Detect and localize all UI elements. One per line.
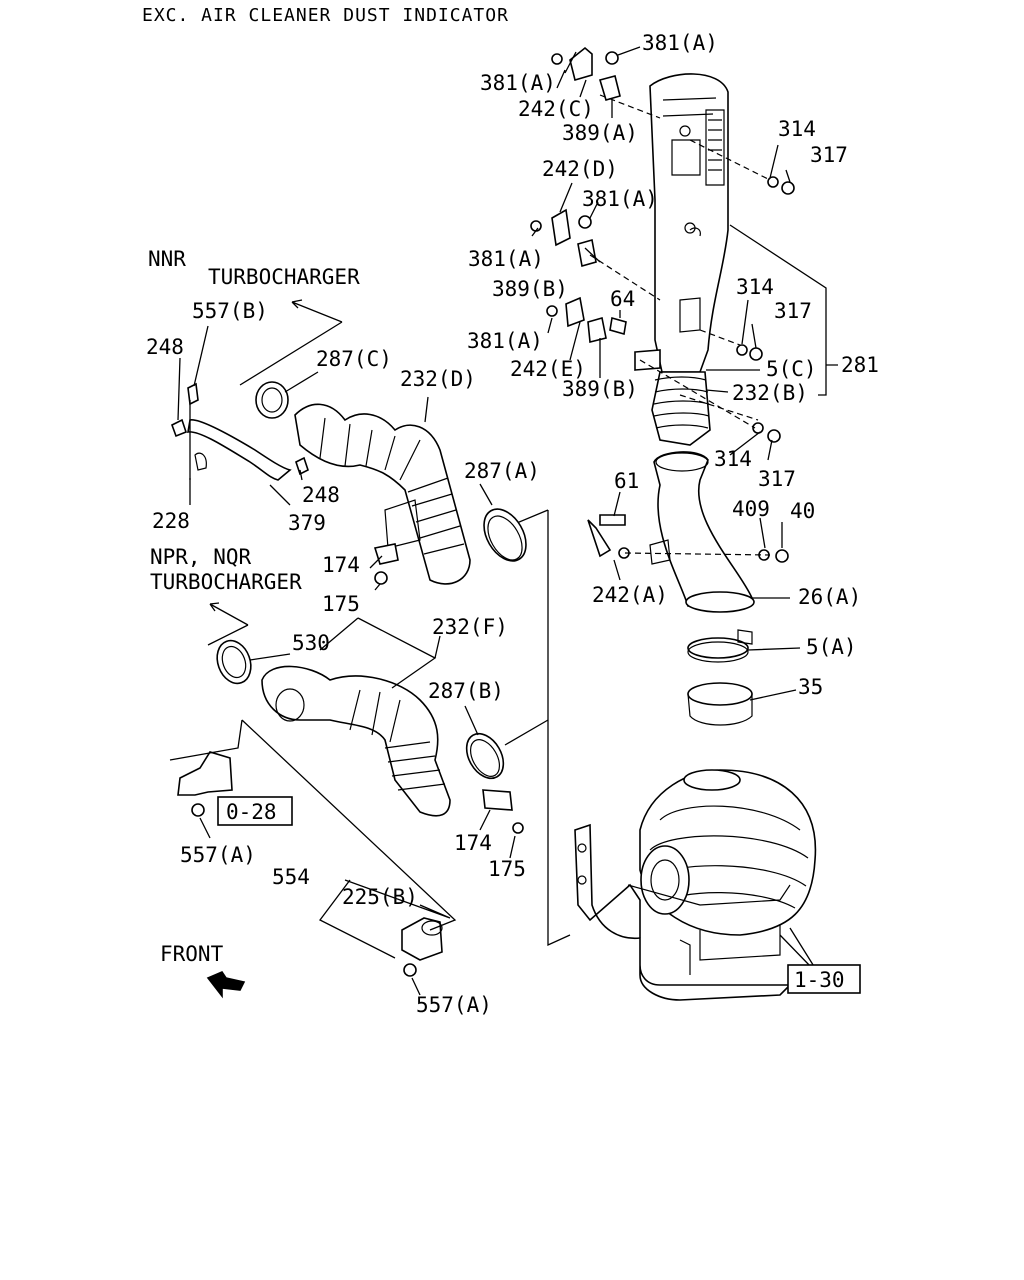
leader-lines bbox=[531, 46, 801, 701]
callout-label[interactable]: 314 bbox=[736, 275, 774, 299]
bracket-232f bbox=[319, 617, 441, 689]
diagram-header: EXC. AIR CLEANER DUST INDICATOR bbox=[142, 5, 509, 26]
callout-label[interactable]: 381(A) bbox=[642, 31, 718, 55]
callout-label[interactable]: 317 bbox=[774, 299, 812, 323]
note-nnr: NNR bbox=[148, 247, 186, 271]
sensor-174-lower bbox=[482, 789, 524, 834]
clamp-287a bbox=[483, 508, 527, 562]
callout-label[interactable]: 389(B) bbox=[492, 277, 568, 301]
callout-label[interactable]: 242(C) bbox=[518, 97, 594, 121]
callout-label[interactable]: 530 bbox=[292, 631, 330, 655]
callout-label[interactable]: 381(A) bbox=[467, 329, 543, 353]
air-cleaner-bracket bbox=[574, 823, 792, 1001]
note-turbocharger-bottom: TURBOCHARGER bbox=[150, 570, 302, 594]
callout-label[interactable]: 389(A) bbox=[562, 121, 638, 145]
note-npr-nqr: NPR, NQR bbox=[150, 545, 252, 569]
leader-lines-left bbox=[177, 325, 516, 996]
leader-1-30 bbox=[779, 927, 816, 969]
callout-labels: 381(A) 381(A) 242(C) 389(A) 314 317 242(… bbox=[146, 31, 879, 1017]
ref-box-0-28-label: 0-28 bbox=[226, 800, 277, 824]
leader-dashes-upper bbox=[589, 94, 771, 556]
hose-232f bbox=[216, 639, 451, 817]
fitting-0-28 bbox=[177, 751, 233, 817]
ref-box-1-30[interactable]: 1-30 bbox=[787, 964, 861, 994]
callout-label[interactable]: 232(B) bbox=[732, 381, 808, 405]
ring-35 bbox=[687, 682, 753, 726]
callout-label[interactable]: 287(B) bbox=[428, 679, 504, 703]
callout-label[interactable]: 389(B) bbox=[562, 377, 638, 401]
ref-box-1-30-label: 1-30 bbox=[794, 968, 845, 992]
callout-label[interactable]: 64 bbox=[610, 287, 635, 311]
callout-label[interactable]: 61 bbox=[614, 469, 639, 493]
callout-label[interactable]: 175 bbox=[488, 857, 526, 881]
air-cleaner-assembly bbox=[639, 769, 817, 961]
hose-232d bbox=[255, 381, 471, 585]
callout-label[interactable]: 242(A) bbox=[592, 583, 668, 607]
callout-label[interactable]: 554 bbox=[272, 865, 310, 889]
callout-label[interactable]: 314 bbox=[714, 447, 752, 471]
callout-label[interactable]: 174 bbox=[322, 553, 360, 577]
clamp-5a bbox=[687, 629, 753, 663]
callout-label[interactable]: 287(A) bbox=[464, 459, 540, 483]
callout-label[interactable]: 287(C) bbox=[316, 347, 392, 371]
elbow-hose-26a bbox=[649, 451, 755, 613]
callout-label[interactable]: 175 bbox=[322, 592, 360, 616]
intake-duct-281 bbox=[634, 73, 729, 373]
callout-label[interactable]: 5(C) bbox=[766, 357, 817, 381]
callout-label[interactable]: 232(F) bbox=[432, 615, 508, 639]
pipe-379 bbox=[171, 382, 309, 481]
note-turbocharger-top: TURBOCHARGER bbox=[208, 265, 360, 289]
callout-label[interactable]: 5(A) bbox=[806, 635, 857, 659]
callout-label[interactable]: 174 bbox=[454, 831, 492, 855]
callout-label[interactable]: 281 bbox=[841, 353, 879, 377]
callout-label[interactable]: 242(E) bbox=[510, 357, 586, 381]
callout-label[interactable]: 381(A) bbox=[582, 187, 658, 211]
front-arrow-icon bbox=[206, 971, 246, 999]
fasteners-upper bbox=[530, 46, 795, 563]
leader-fittings bbox=[169, 719, 457, 931]
callout-label[interactable]: 557(A) bbox=[180, 843, 256, 867]
callout-label[interactable]: 26(A) bbox=[798, 585, 861, 609]
turbocharger-arrow-bottom-icon bbox=[207, 602, 249, 646]
callout-label[interactable]: 381(A) bbox=[480, 71, 556, 95]
callout-label[interactable]: 35 bbox=[798, 675, 823, 699]
callout-label[interactable]: 381(A) bbox=[468, 247, 544, 271]
callout-label[interactable]: 557(B) bbox=[192, 299, 268, 323]
callout-label[interactable]: 228 bbox=[152, 509, 190, 533]
turbocharger-arrow-top-icon bbox=[239, 299, 343, 386]
callout-label[interactable]: 317 bbox=[810, 143, 848, 167]
callout-label[interactable]: 409 bbox=[732, 497, 770, 521]
sensor-174-upper bbox=[373, 543, 399, 585]
callout-label[interactable]: 40 bbox=[790, 499, 815, 523]
bracket-281 bbox=[729, 224, 838, 396]
callout-label[interactable]: 314 bbox=[778, 117, 816, 141]
callout-label[interactable]: 248 bbox=[302, 483, 340, 507]
callout-label[interactable]: 225(B) bbox=[342, 885, 418, 909]
callout-label[interactable]: 232(D) bbox=[400, 367, 476, 391]
callout-label[interactable]: 242(D) bbox=[542, 157, 618, 181]
callout-label[interactable]: 557(A) bbox=[416, 993, 492, 1017]
hose-232b bbox=[651, 371, 711, 446]
callout-label[interactable]: 317 bbox=[758, 467, 796, 491]
note-front: FRONT bbox=[160, 942, 224, 966]
callout-label[interactable]: 248 bbox=[146, 335, 184, 359]
ref-box-0-28[interactable]: 0-28 bbox=[217, 796, 293, 826]
fitting-225b bbox=[401, 917, 443, 977]
clamp-287b bbox=[465, 732, 505, 780]
callout-label[interactable]: 379 bbox=[288, 511, 326, 535]
bracket-554 bbox=[319, 879, 451, 959]
